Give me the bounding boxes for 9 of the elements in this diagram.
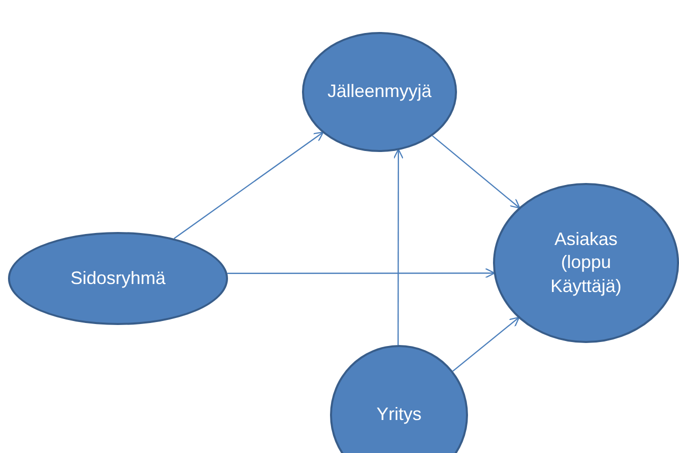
arrow <box>432 135 520 209</box>
arrow <box>174 132 324 239</box>
node-label: Jälleenmyyjä <box>327 80 432 104</box>
node-label: Yritys <box>376 403 422 426</box>
node-label: Sidosryhmä <box>70 266 166 290</box>
arrow <box>227 268 496 278</box>
arrow <box>393 148 404 345</box>
arrow <box>452 316 520 372</box>
node-label: Asiakas (loppu Käyttäjä) <box>549 228 623 298</box>
